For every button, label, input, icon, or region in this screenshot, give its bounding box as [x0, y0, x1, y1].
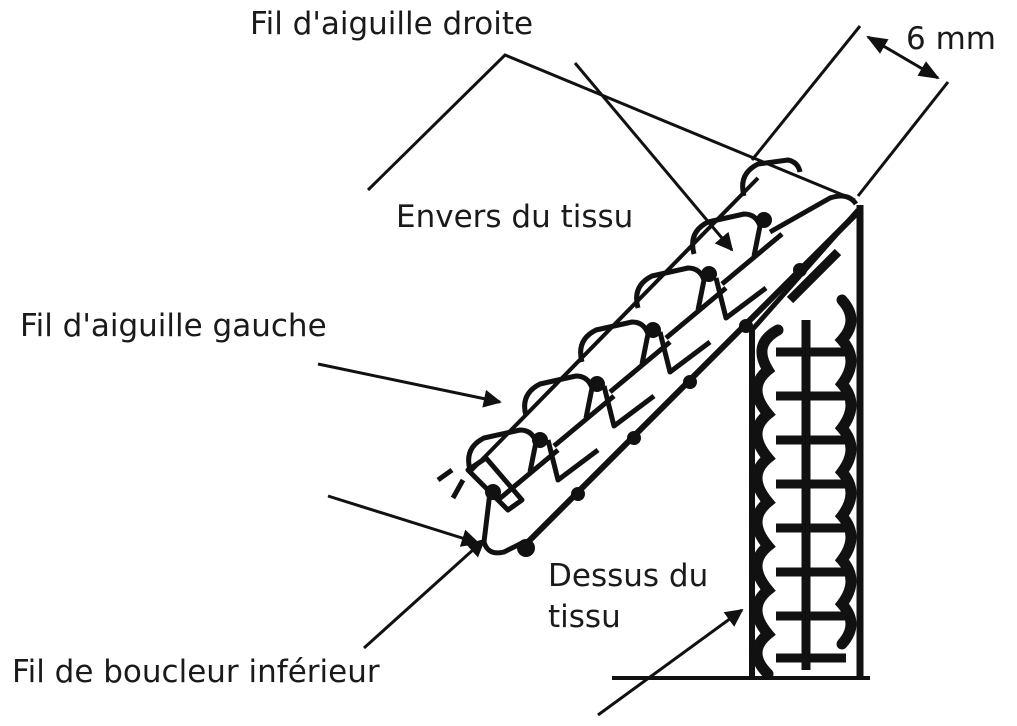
label-fabric-back: Envers du tissu [396, 199, 634, 235]
label-fabric-top-line1: Dessus du [548, 558, 709, 594]
fabric-back-band [436, 157, 861, 557]
label-fabric-top-line2: tissu [548, 599, 621, 635]
label-lower-looper-thread: Fil de boucleur inférieur [12, 654, 380, 690]
width-dimension [750, 25, 950, 197]
label-right-needle-thread: Fil d'aiguille droite [250, 6, 534, 42]
fabric-top-band [612, 205, 870, 680]
label-stitch-width: 6 mm [906, 21, 996, 57]
label-left-needle-thread: Fil d'aiguille gauche [20, 308, 327, 344]
label-fabric-top: Dessus du tissu [548, 556, 708, 638]
right-needle-leader [366, 53, 856, 252]
pointer-arrows [317, 362, 744, 717]
